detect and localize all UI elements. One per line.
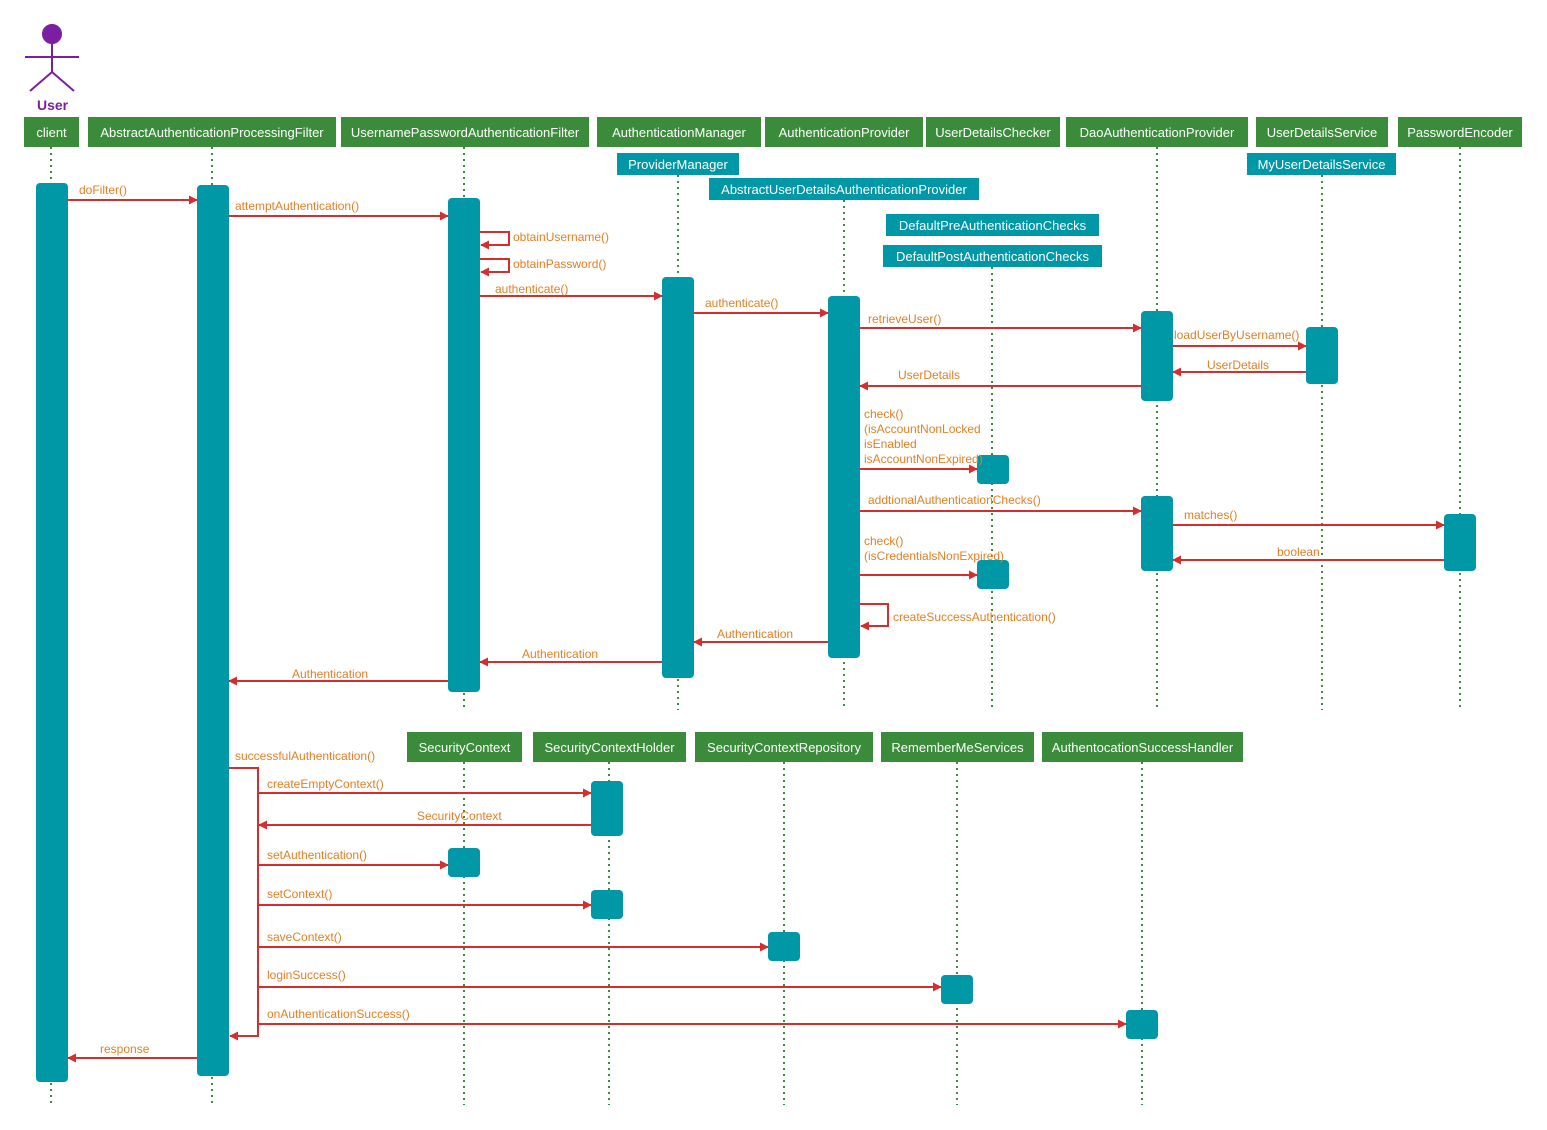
participant-authentication-manager: AuthenticationManager (597, 117, 761, 147)
activation-checker-post (977, 560, 1009, 589)
participant-security-context-holder: SecurityContextHolder (533, 732, 686, 762)
actor-label: User (37, 97, 69, 113)
label-save-context: saveContext() (267, 930, 342, 944)
label-authentication-1: Authentication (717, 627, 793, 641)
label-login-success: loginSuccess() (267, 968, 346, 982)
label-matches: matches() (1184, 508, 1237, 522)
label-authentication-3: Authentication (292, 667, 368, 681)
activation-checker-pre (977, 455, 1009, 484)
label-retrieve-user: retrieveUser() (868, 312, 941, 326)
label-create-empty-context: createEmptyContext() (267, 777, 384, 791)
label-check-pre-line3: isEnabled (864, 437, 917, 451)
activation-password-encoder (1444, 514, 1476, 571)
activation-dao-provider-2 (1141, 496, 1173, 571)
message-arrows (67, 195, 1445, 1063)
label-user-details-2: UserDetails (898, 368, 960, 382)
impl-my-user-details-service: MyUserDetailsService (1247, 153, 1396, 175)
participant-authentocation-success-handler: AuthentocationSuccessHandler (1042, 732, 1243, 762)
label-user-details-1: UserDetails (1207, 358, 1269, 372)
label-dofilter: doFilter() (79, 183, 127, 197)
stick-figure-icon (25, 24, 79, 92)
label-set-authentication: setAuthentication() (267, 848, 367, 862)
activation-username-filter (448, 198, 480, 692)
activation-remember-me-services (941, 975, 973, 1004)
participant-username-password-authentication-filter: UsernamePasswordAuthenticationFilter (341, 117, 589, 147)
participant-remember-me-services: RememberMeServices (881, 732, 1034, 762)
impl-default-post-authentication-checks: DefaultPostAuthenticationChecks (883, 245, 1102, 267)
activation-authentication-manager (662, 277, 694, 678)
participant-user-details-service: UserDetailsService (1256, 117, 1388, 147)
activations (36, 183, 1476, 1082)
activation-success-handler (1126, 1010, 1158, 1039)
label-authenticate-2: authenticate() (705, 296, 778, 310)
arrow-obtain-username (480, 231, 510, 250)
participant-abstract-authentication-processing-filter: AbstractAuthenticationProcessingFilter (88, 117, 336, 147)
label-authentication-2: Authentication (522, 647, 598, 661)
label-attempt-authentication: attemptAuthentication() (235, 199, 359, 213)
label-boolean: boolean (1277, 545, 1320, 559)
label-check-pre: check() (864, 407, 903, 421)
activation-security-context-holder-1 (591, 781, 623, 836)
label-obtain-password: obtainPassword() (513, 257, 606, 271)
label-create-success-authentication: createSuccessAuthentication() (893, 610, 1056, 624)
arrow-obtain-password (480, 258, 510, 277)
label-additional-checks: addtionalAuthenticationChecks() (868, 493, 1041, 507)
arrow-successful-authentication (229, 767, 259, 1041)
activation-dao-provider-1 (1141, 311, 1173, 401)
activation-client (36, 183, 68, 1082)
label-check-pre-line4: isAccountNonExpired) (864, 452, 983, 466)
label-obtain-username: obtainUsername() (513, 230, 609, 244)
participant-user-details-checker: UserDetailsChecker (926, 117, 1060, 147)
label-authenticate-1: authenticate() (495, 282, 568, 296)
activation-security-context-repository (768, 932, 800, 961)
label-check-post-line2: (isCredentialsNonExpired) (864, 549, 1004, 563)
participant-security-context-repository: SecurityContextRepository (695, 732, 873, 762)
impl-provider-manager: ProviderManager (617, 153, 739, 175)
participant-authentication-provider: AuthenticationProvider (765, 117, 923, 147)
label-security-context: SecurityContext (417, 809, 502, 823)
activation-authentication-provider (828, 296, 860, 658)
label-successful-authentication: successfulAuthentication() (235, 749, 375, 763)
message-labels: doFilter() attemptAuthentication() obtai… (79, 183, 1320, 1056)
impl-default-pre-authentication-checks: DefaultPreAuthenticationChecks (886, 214, 1099, 236)
label-check-post: check() (864, 534, 903, 548)
participant-security-context: SecurityContext (407, 732, 522, 762)
activation-abstract-filter (197, 185, 229, 1076)
activation-user-details-service (1306, 327, 1338, 384)
activation-security-context (448, 848, 480, 877)
participant-dao-authentication-provider: DaoAuthenticationProvider (1066, 117, 1248, 147)
label-set-context: setContext() (267, 887, 332, 901)
participant-client: client (24, 117, 79, 147)
label-check-pre-line2: (isAccountNonLocked (864, 422, 981, 436)
activation-security-context-holder-2 (591, 890, 623, 919)
participant-password-encoder: PasswordEncoder (1398, 117, 1522, 147)
label-response: response (100, 1042, 150, 1056)
label-load-user-by-username: loadUserByUsername() (1174, 328, 1299, 342)
lifelines (50, 147, 1461, 1105)
label-on-authentication-success: onAuthenticationSuccess() (267, 1007, 410, 1021)
impl-abstract-user-details-authentication-provider: AbstractUserDetailsAuthenticationProvide… (709, 178, 979, 200)
arrow-create-success-auth (860, 603, 889, 631)
